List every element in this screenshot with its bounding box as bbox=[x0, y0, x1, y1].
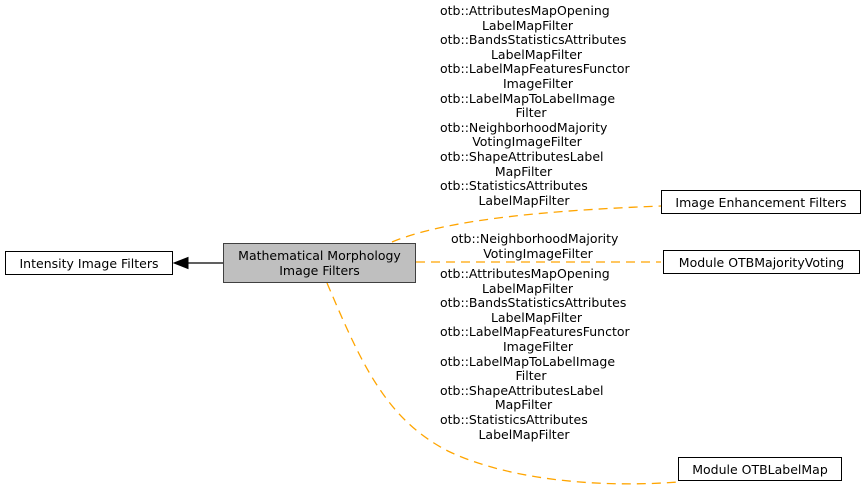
class-name-line-1: otb::NeighborhoodMajority bbox=[440, 119, 608, 135]
class-name-line-1: otb::LabelMapToLabelImage bbox=[440, 353, 616, 369]
edge-label-entry: otb::StatisticsAttributes LabelMapFilter bbox=[440, 179, 636, 208]
edge-label-entry: otb::AttributesMapOpening LabelMapFilter bbox=[440, 266, 636, 296]
class-name-line-1: otb::BandsStatisticsAttributes bbox=[440, 295, 627, 311]
class-name-line-1: otb::LabelMapFeaturesFunctor bbox=[440, 61, 630, 77]
edge-label-entry: otb::AttributesMapOpening LabelMapFilter bbox=[440, 3, 636, 33]
edge-label-entry: otb::ShapeAttributesLabel MapFilter bbox=[440, 148, 636, 179]
class-name-line-2: VotingImageFilter bbox=[472, 134, 582, 150]
class-name-line-1: otb::LabelMapToLabelImage bbox=[440, 90, 616, 106]
class-name-line-2: MapFilter bbox=[494, 163, 553, 179]
arrowhead-filled-icon bbox=[172, 256, 189, 270]
edge-label-entry: otb::LabelMapToLabelImage Filter bbox=[440, 353, 636, 384]
node-intensity-image-filters[interactable]: Intensity Image Filters bbox=[5, 251, 173, 275]
class-name-line-2: LabelMapFilter bbox=[478, 192, 570, 208]
edge-label-entry: otb::StatisticsAttributes LabelMapFilter bbox=[440, 411, 636, 442]
class-name-line-2: VotingImageFilter bbox=[483, 245, 593, 261]
node-label-line-1: Mathematical Morphology bbox=[238, 248, 401, 263]
node-label-line-2: Image Filters bbox=[279, 263, 360, 278]
edge-label-entry: otb::LabelMapFeaturesFunctor ImageFilter bbox=[440, 62, 636, 91]
class-name-line-2: LabelMapFilter bbox=[481, 17, 574, 33]
edge-label-entry: otb::NeighborhoodMajority VotingImageFil… bbox=[451, 231, 625, 261]
node-image-enhancement-filters[interactable]: Image Enhancement Filters bbox=[661, 190, 861, 214]
class-name-line-1: otb::BandsStatisticsAttributes bbox=[440, 32, 627, 48]
edge-label-majority: otb::NeighborhoodMajority VotingImageFil… bbox=[451, 231, 625, 261]
node-mathematical-morphology-image-filters: Mathematical Morphology Image Filters bbox=[223, 243, 416, 283]
class-name-line-2: Filter bbox=[515, 368, 547, 384]
class-name-line-2: LabelMapFilter bbox=[490, 46, 583, 62]
class-name-line-2: LabelMapFilter bbox=[481, 280, 574, 296]
edge-label-entry: otb::LabelMapToLabelImage Filter bbox=[440, 90, 636, 121]
class-name-line-1: otb::ShapeAttributesLabel bbox=[440, 148, 604, 164]
node-label: Module OTBMajorityVoting bbox=[678, 254, 845, 270]
edge-label-entry: otb::ShapeAttributesLabel MapFilter bbox=[440, 382, 636, 413]
class-name-line-1: otb::AttributesMapOpening bbox=[440, 266, 610, 281]
node-module-otblabelmap[interactable]: Module OTBLabelMap bbox=[678, 457, 842, 481]
class-name-line-1: otb::StatisticsAttributes bbox=[440, 411, 588, 427]
edge-label-entry: otb::LabelMapFeaturesFunctor ImageFilter bbox=[440, 325, 636, 354]
node-label: Intensity Image Filters bbox=[19, 255, 159, 271]
edge-current-to-enhancement bbox=[391, 205, 662, 243]
class-name-line-2: Filter bbox=[515, 105, 547, 121]
class-name-line-1: otb::AttributesMapOpening bbox=[440, 3, 610, 18]
edge-label-entry: otb::BandsStatisticsAttributes LabelMapF… bbox=[440, 296, 636, 325]
edge-label-entry: otb::BandsStatisticsAttributes LabelMapF… bbox=[440, 33, 636, 62]
class-name-line-2: ImageFilter bbox=[502, 75, 574, 91]
class-name-line-2: MapFilter bbox=[494, 397, 553, 413]
class-name-line-1: otb::NeighborhoodMajority bbox=[451, 231, 619, 246]
class-name-line-2: LabelMapFilter bbox=[478, 426, 570, 442]
edge-label-labelmap: otb::AttributesMapOpening LabelMapFilter… bbox=[440, 266, 636, 442]
node-module-otbmajorityvoting[interactable]: Module OTBMajorityVoting bbox=[663, 250, 860, 274]
edge-label-entry: otb::NeighborhoodMajority VotingImageFil… bbox=[440, 119, 636, 150]
class-name-line-2: LabelMapFilter bbox=[490, 309, 583, 325]
edge-current-to-labelmap bbox=[326, 282, 679, 485]
class-name-line-2: ImageFilter bbox=[502, 338, 574, 354]
edge-label-enhancement: otb::AttributesMapOpening LabelMapFilter… bbox=[440, 3, 636, 208]
node-label: Image Enhancement Filters bbox=[675, 194, 847, 210]
class-name-line-1: otb::StatisticsAttributes bbox=[440, 178, 588, 194]
class-name-line-1: otb::LabelMapFeaturesFunctor bbox=[440, 324, 630, 340]
node-label: Module OTBLabelMap bbox=[692, 461, 828, 477]
class-name-line-1: otb::ShapeAttributesLabel bbox=[440, 382, 604, 398]
